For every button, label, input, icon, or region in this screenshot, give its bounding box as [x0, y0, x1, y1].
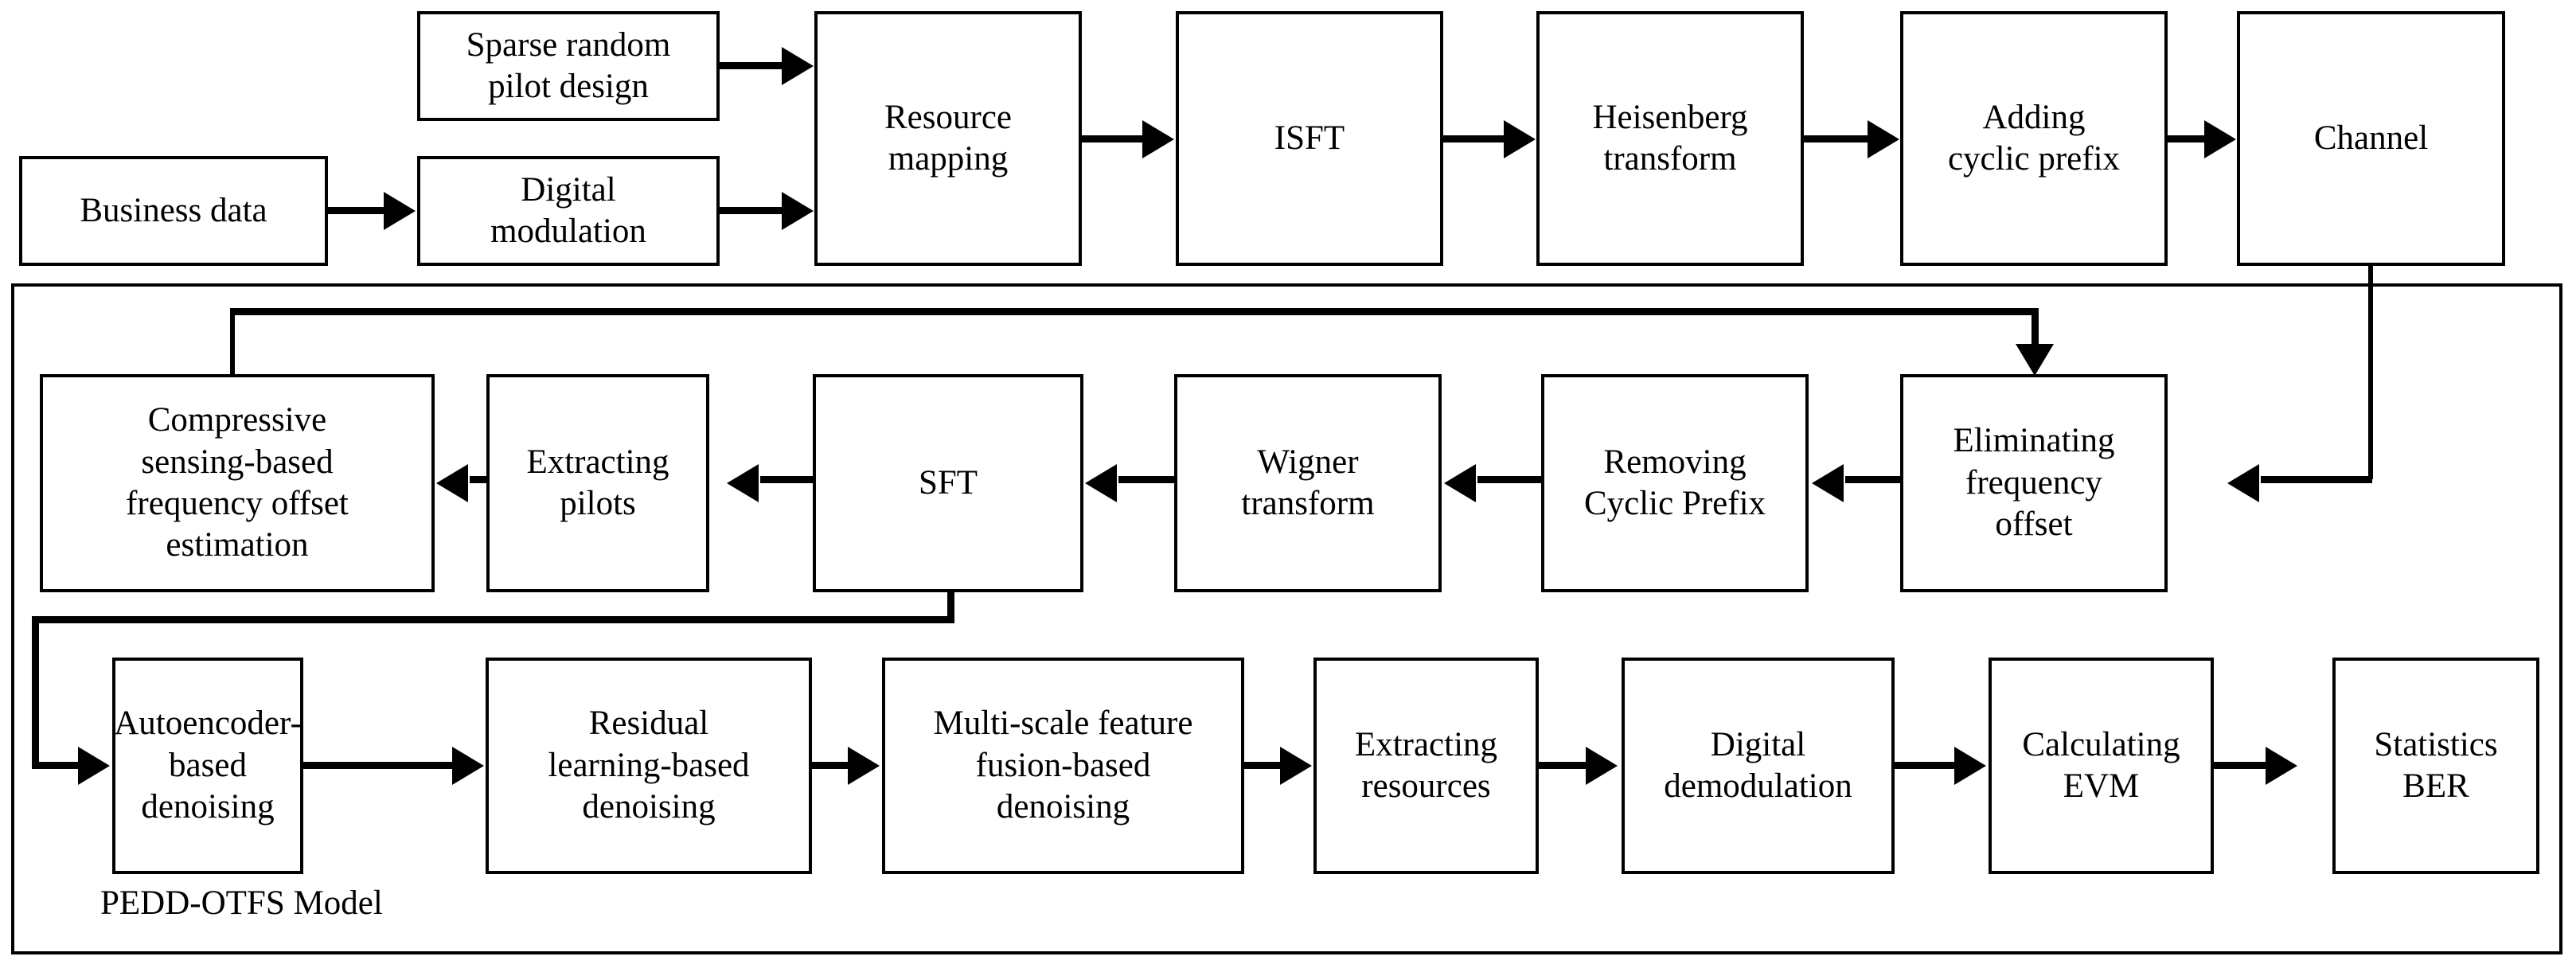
connector-resource-mapping-to-isft: [1082, 135, 1146, 142]
connector-sft-drop-segment: [947, 589, 954, 623]
block-digital-modulation[interactable]: Digital modulation: [417, 156, 720, 266]
connector-digital-modulation-to-resource-mapping: [720, 207, 785, 214]
connector-sft-to-extracting-pilots: [760, 476, 814, 483]
arrowhead-to-digital-demodulation: [1586, 747, 1618, 785]
connector-channel-left-segment: [2261, 476, 2372, 483]
arrowhead-to-eliminating-frequency-offset-right: [2227, 464, 2259, 502]
block-adding-cyclic-prefix[interactable]: Adding cyclic prefix: [1900, 11, 2168, 266]
connector-compressive-across-segment: [230, 308, 2039, 315]
arrowhead-to-removing-cyclic-prefix: [1812, 464, 1844, 502]
arrowhead-to-resource-mapping-bottom: [782, 192, 814, 230]
block-wigner-transform[interactable]: Wigner transform: [1174, 374, 1442, 592]
connector-sft-down-to-autoencoder: [32, 616, 39, 766]
arrowhead-to-compressive-sensing: [436, 464, 468, 502]
connector-calculating-evm-to-statistics-ber: [2214, 762, 2268, 769]
pedd-otfs-model-label: PEDD-OTFS Model: [100, 884, 383, 922]
arrowhead-to-statistics-ber: [2266, 747, 2297, 785]
block-residual-learning-based-denoising[interactable]: Residual learning-based denoising: [486, 658, 812, 874]
arrowhead-to-resource-mapping-top: [782, 47, 814, 85]
arrowhead-to-residual-denoising: [452, 747, 484, 785]
connector-adding-cyclic-prefix-to-channel: [2168, 135, 2207, 142]
block-business-data[interactable]: Business data: [19, 156, 328, 266]
arrowhead-to-eliminating-frequency-offset-top: [2016, 344, 2054, 376]
connector-residual-to-multiscale: [812, 762, 850, 769]
connector-autoencoder-to-residual: [303, 762, 455, 769]
arrowhead-to-isft: [1142, 120, 1174, 158]
arrowhead-to-wigner-transform: [1444, 464, 1476, 502]
arrowhead-to-sft: [1085, 464, 1117, 502]
arrowhead-to-multiscale-denoising: [848, 747, 880, 785]
block-eliminating-frequency-offset[interactable]: Eliminating frequency offset: [1900, 374, 2168, 592]
connector-compressive-riser: [230, 310, 235, 376]
block-isft[interactable]: ISFT: [1176, 11, 1443, 266]
arrowhead-to-channel: [2204, 120, 2236, 158]
block-removing-cyclic-prefix[interactable]: Removing Cyclic Prefix: [1541, 374, 1809, 592]
arrowhead-to-extracting-pilots: [727, 464, 759, 502]
arrowhead-to-digital-modulation: [384, 192, 416, 230]
connector-sparse-pilot-to-resource-mapping: [720, 62, 785, 69]
connector-sft-left-segment: [32, 616, 954, 623]
connector-extracting-pilots-to-compressive-sensing: [470, 476, 489, 483]
block-statistics-ber[interactable]: Statistics BER: [2332, 658, 2539, 874]
block-autoencoder-based-denoising[interactable]: Autoencoder- based denoising: [112, 658, 303, 874]
connector-heisenberg-to-adding-cyclic-prefix: [1804, 135, 1871, 142]
connector-business-data-to-digital-modulation: [328, 207, 387, 214]
block-extracting-pilots[interactable]: Extracting pilots: [486, 374, 709, 592]
connector-digital-demodulation-to-calculating-evm: [1895, 762, 1957, 769]
connector-into-autoencoder: [32, 762, 81, 769]
connector-isft-to-heisenberg: [1443, 135, 1507, 142]
arrowhead-to-heisenberg: [1504, 120, 1536, 158]
connector-wigner-to-sft: [1118, 476, 1176, 483]
block-calculating-evm[interactable]: Calculating EVM: [1989, 658, 2214, 874]
connector-eliminating-to-removing-cyclic-prefix: [1845, 476, 1903, 483]
arrowhead-to-autoencoder-denoising: [78, 747, 110, 785]
block-extracting-resources[interactable]: Extracting resources: [1313, 658, 1539, 874]
block-sparse-random-pilot-design[interactable]: Sparse random pilot design: [417, 11, 720, 121]
connector-channel-down-segment: [2368, 266, 2373, 479]
block-channel[interactable]: Channel: [2237, 11, 2505, 266]
pedd-otfs-container: [11, 283, 2562, 954]
connector-removing-cp-to-wigner: [1477, 476, 1543, 483]
connector-extracting-resources-to-digital-demodulation: [1539, 762, 1588, 769]
block-resource-mapping[interactable]: Resource mapping: [814, 11, 1082, 266]
arrowhead-to-adding-cyclic-prefix: [1868, 120, 1899, 158]
connector-multiscale-to-extracting-resources: [1244, 762, 1282, 769]
block-multiscale-feature-fusion-based-denoising[interactable]: Multi-scale feature fusion-based denoisi…: [882, 658, 1244, 874]
block-compressive-sensing-frequency-offset-estimation[interactable]: Compressive sensing-based frequency offs…: [40, 374, 435, 592]
arrowhead-to-calculating-evm: [1954, 747, 1986, 785]
block-digital-demodulation[interactable]: Digital demodulation: [1622, 658, 1895, 874]
arrowhead-to-extracting-resources: [1280, 747, 1312, 785]
block-sft[interactable]: SFT: [813, 374, 1083, 592]
connector-compressive-drop-segment: [2032, 308, 2039, 353]
block-heisenberg-transform[interactable]: Heisenberg transform: [1536, 11, 1804, 266]
